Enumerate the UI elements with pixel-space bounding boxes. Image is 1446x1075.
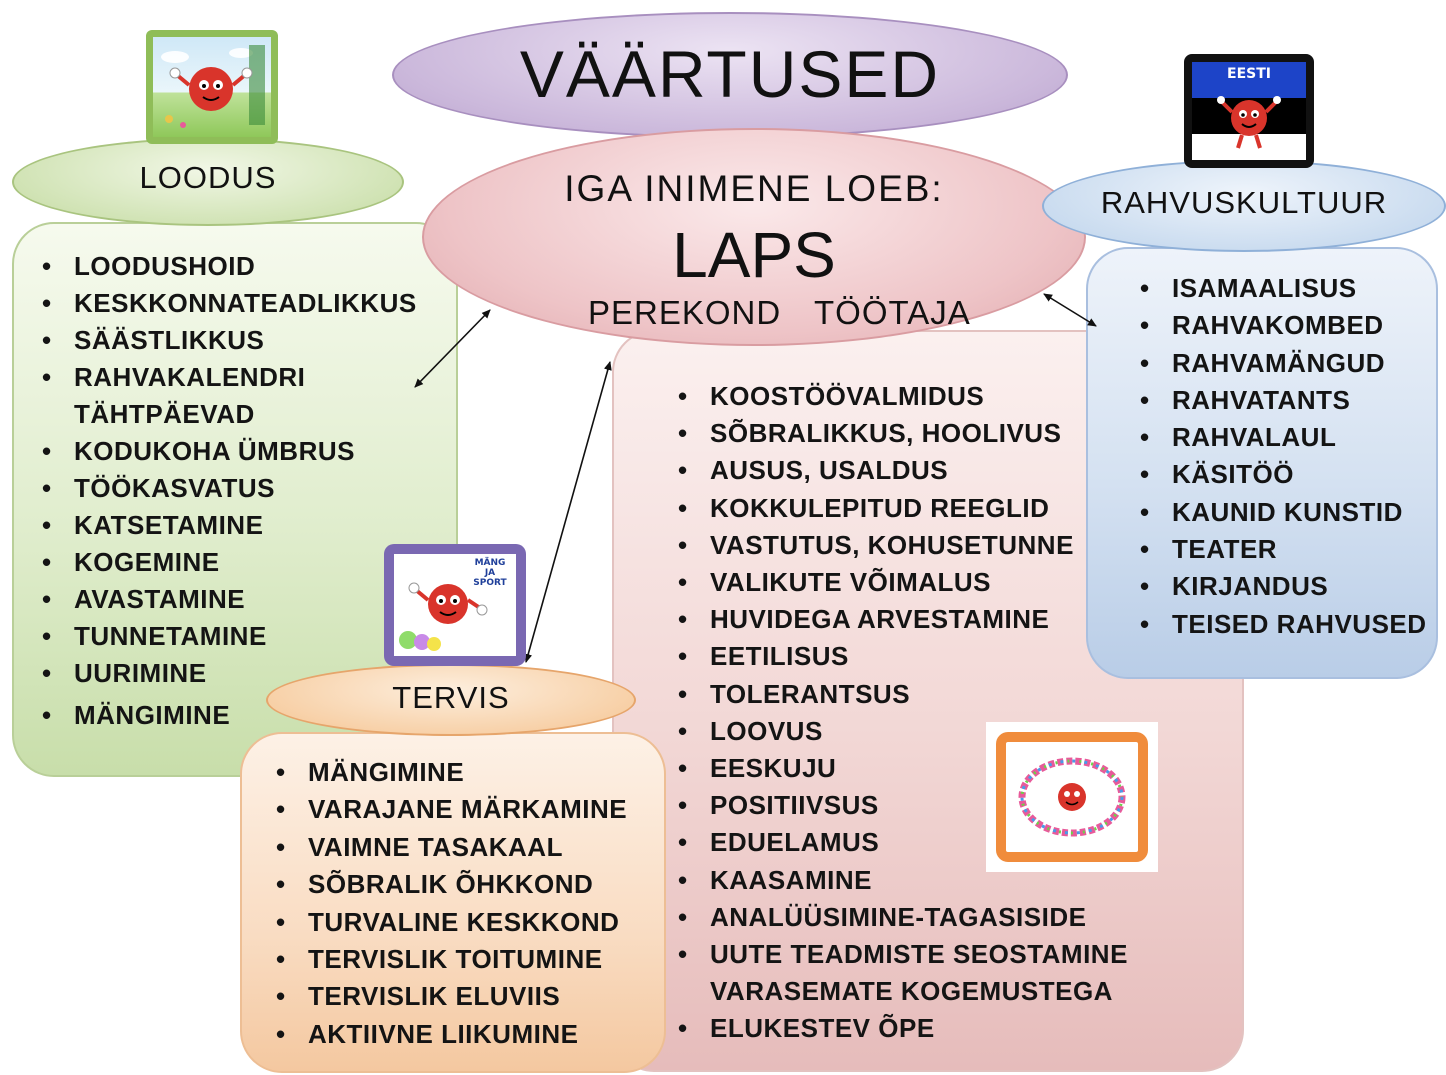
list-item: TUNNETAMINE: [42, 618, 452, 655]
loodus-list: LOODUSHOID KESKKONNATEADLIKKUS SÄÄSTLIKK…: [42, 248, 452, 734]
list-item: VASTUTUS, KOHUSETUNNE: [678, 527, 1148, 564]
nature-mascot-image: [146, 30, 278, 144]
list-item: POSITIIVSUS: [678, 787, 1148, 824]
friendship-circle-image: [986, 722, 1158, 872]
center-heading: IGA INIMENE LOEB:: [564, 168, 944, 209]
list-item: TERVISLIK TOITUMINE: [276, 941, 666, 979]
loodus-label: LOODUS: [139, 160, 277, 195]
list-item: ISAMAALISUS: [1140, 270, 1430, 308]
list-item: LOODUSHOID: [42, 248, 452, 285]
list-item: TEISED RAHVUSED: [1140, 606, 1430, 644]
list-item: KODUKOHA ÜMBRUS: [42, 433, 452, 470]
list-item: TÖÖKASVATUS: [42, 470, 452, 507]
list-item: RAHVAKALENDRI TÄHTPÄEVAD: [42, 359, 374, 433]
arrow-loodus: [414, 309, 491, 388]
list-item: UUTE TEADMISTE SEOSTAMINE VARASEMATE KOG…: [678, 936, 1150, 1010]
apple-mascot-icon: [1217, 96, 1281, 149]
arrow-tervis: [524, 361, 612, 663]
arrow-rahvuskultuur: [1043, 293, 1097, 327]
list-item: TERVISLIK ELUVIIS: [276, 978, 666, 1016]
list-item: ANALÜÜSIMINE-TAGASISIDE: [678, 899, 1148, 936]
flag-blue-stripe: [1192, 62, 1306, 98]
list-item: KOOSTÖÖVALMIDUS: [678, 378, 1148, 415]
list-item: AKTIIVNE LIIKUMINE: [276, 1016, 666, 1054]
list-item: MÄNGIMINE: [276, 754, 666, 792]
list-item: AVASTAMINE: [42, 581, 452, 618]
sport-mascot-image: MÄNG JA SPORT: [384, 544, 526, 666]
list-item: RAHVAMÄNGUD: [1140, 345, 1430, 383]
list-item: KESKKONNATEADLIKKUS: [42, 285, 452, 322]
list-item: SÕBRALIK ÕHKKOND: [276, 866, 666, 904]
sport-label: MÄNG JA SPORT: [473, 558, 507, 588]
list-item: RAHVATANTS: [1140, 382, 1430, 420]
page-title: VÄÄRTUSED: [519, 37, 941, 111]
rahvuskultuur-list: ISAMAALISUS RAHVAKOMBED RAHVAMÄNGUD RAHV…: [1140, 270, 1430, 643]
list-item: KIRJANDUS: [1140, 568, 1430, 606]
list-item: TOLERANTSUS: [678, 676, 1148, 713]
center-left-label: PEREKOND: [588, 294, 782, 331]
list-item: LOOVUS: [678, 713, 1148, 750]
center-main: LAPS: [672, 219, 836, 291]
tervis-list: MÄNGIMINE VARAJANE MÄRKAMINE VAIMNE TASA…: [276, 754, 666, 1054]
list-item: VALIKUTE VÕIMALUS: [678, 564, 1148, 601]
list-item: TEATER: [1140, 531, 1430, 569]
list-item: ELUKESTEV ÕPE: [678, 1010, 1148, 1047]
list-item: KOGEMINE: [42, 544, 452, 581]
list-item: SÕBRALIKKUS, HOOLIVUS: [678, 415, 1148, 452]
list-item: EETILISUS: [678, 638, 1148, 675]
values-list: KOOSTÖÖVALMIDUS SÕBRALIKKUS, HOOLIVUS AU…: [678, 378, 1148, 1048]
list-item: KÄSITÖÖ: [1140, 456, 1430, 494]
list-item: EESKUJU: [678, 750, 1148, 787]
list-item: KATSETAMINE: [42, 507, 452, 544]
list-item: AUSUS, USALDUS: [678, 452, 1148, 489]
list-item: EDUELAMUS: [678, 824, 1148, 861]
apple-mascot-icon: [399, 582, 488, 651]
list-item: SÄÄSTLIKKUS: [42, 322, 452, 359]
list-item: VARAJANE MÄRKAMINE: [276, 791, 666, 829]
eesti-flag-mascot-image: EESTI: [1184, 54, 1314, 168]
center-right-label: TÖÖTAJA: [814, 294, 971, 331]
list-item: MÄNGIMINE: [42, 697, 452, 734]
list-item: KOKKULEPITUD REEGLID: [678, 490, 1148, 527]
center-oval: [422, 128, 1086, 346]
list-item: RAHVALAUL: [1140, 419, 1430, 457]
list-item: KAUNID KUNSTID: [1140, 494, 1430, 532]
rahvuskultuur-label: RAHVUSKULTUUR: [1100, 185, 1388, 220]
apple-mascot-icon: [161, 45, 265, 128]
list-item: VAIMNE TASAKAAL: [276, 829, 666, 867]
list-item: RAHVAKOMBED: [1140, 307, 1430, 345]
flag-label: EESTI: [1227, 66, 1271, 82]
list-item: UURIMINE: [42, 655, 452, 692]
people-circle-icon: [1018, 757, 1126, 837]
list-item: KAASAMINE: [678, 862, 1148, 899]
list-item: TURVALINE KESKKOND: [276, 904, 666, 942]
list-item: HUVIDEGA ARVESTAMINE: [678, 601, 1148, 638]
